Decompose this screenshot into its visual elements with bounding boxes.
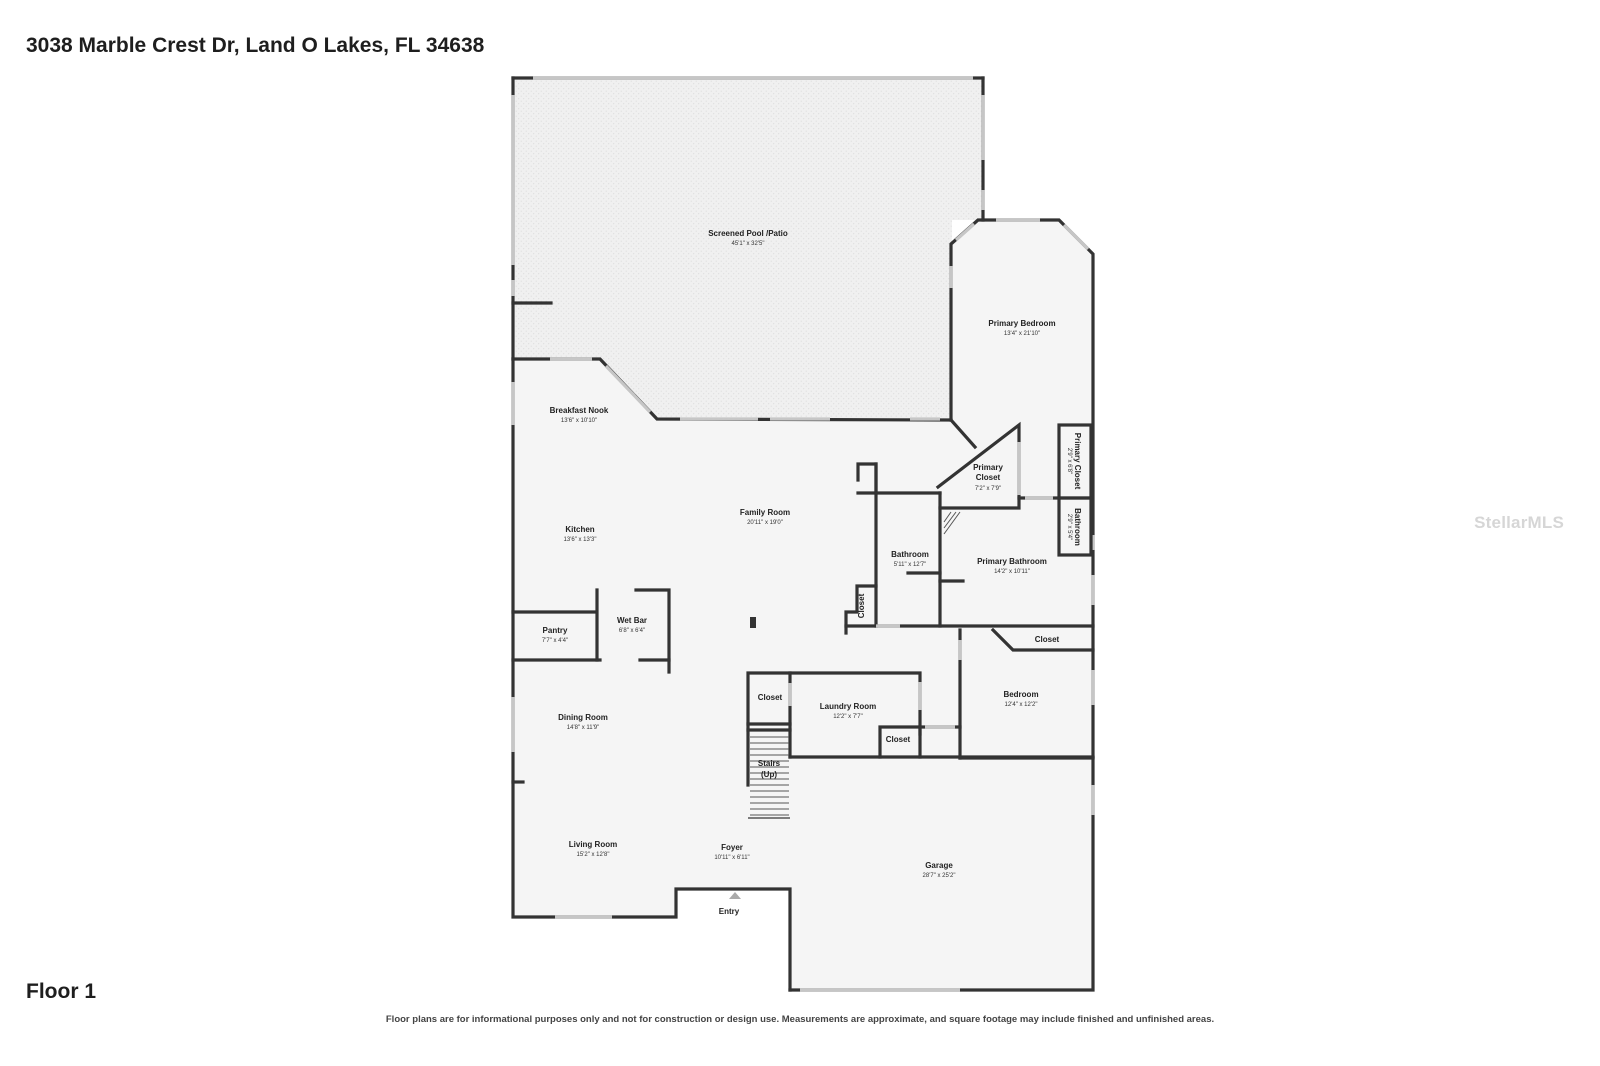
room-labels: Screened Pool /Patio 45'1" x 32'5" Prima… bbox=[542, 229, 1082, 916]
room-dim-primary-closet-side: 2'9" x 6'8" bbox=[1066, 448, 1072, 474]
room-label-bedroom: Bedroom bbox=[1003, 690, 1038, 699]
room-label-primary-bedroom: Primary Bedroom bbox=[988, 319, 1055, 328]
room-label-living-room: Living Room bbox=[569, 840, 617, 849]
room-dim-family-room: 20'11" x 19'0" bbox=[747, 520, 783, 526]
room-dim-primary-bedroom: 13'4" x 21'10" bbox=[1004, 331, 1040, 337]
room-label-entry: Entry bbox=[719, 907, 740, 916]
pool-area-fill bbox=[513, 78, 983, 420]
room-dim-laundry-room: 12'2" x 7'7" bbox=[833, 714, 863, 720]
room-label-closet-laundry-right: Closet bbox=[886, 735, 911, 744]
room-label-primary-closet-line1: Primary bbox=[973, 463, 1003, 472]
room-dim-bathroom: 5'11" x 12'7" bbox=[894, 562, 926, 568]
room-label-breakfast-nook: Breakfast Nook bbox=[550, 406, 609, 415]
property-address: 3038 Marble Crest Dr, Land O Lakes, FL 3… bbox=[26, 34, 485, 57]
room-dim-wet-bar: 6'8" x 6'4" bbox=[619, 628, 645, 634]
room-dim-pool: 45'1" x 32'5" bbox=[732, 241, 765, 247]
room-label-primary-closet-side: Primary Closet bbox=[1073, 433, 1082, 490]
floor-label: Floor 1 bbox=[26, 980, 97, 1003]
room-label-primary-bathroom: Primary Bathroom bbox=[977, 557, 1047, 566]
room-label-closet-laundry-left: Closet bbox=[758, 693, 783, 702]
room-label-dining-room: Dining Room bbox=[558, 713, 608, 722]
room-dim-foyer: 10'11" x 6'11" bbox=[714, 855, 749, 861]
room-dim-bedroom: 12'4" x 12'2" bbox=[1005, 702, 1038, 708]
interior-walls bbox=[511, 417, 1095, 787]
room-label-wet-bar: Wet Bar bbox=[617, 616, 647, 625]
room-label-foyer: Foyer bbox=[721, 843, 743, 852]
closet-hatching bbox=[943, 511, 961, 535]
pool-enclosure bbox=[511, 76, 985, 361]
room-label-family-room: Family Room bbox=[740, 508, 790, 517]
room-label-pantry: Pantry bbox=[543, 626, 568, 635]
room-dim-kitchen: 13'6" x 13'3" bbox=[564, 537, 597, 543]
room-label-closet-small: Closet bbox=[857, 593, 866, 618]
room-label-pool: Screened Pool /Patio bbox=[708, 229, 788, 238]
watermark: StellarMLS bbox=[1474, 513, 1564, 532]
room-label-closet-bedroom: Closet bbox=[1035, 635, 1060, 644]
room-dim-breakfast-nook: 13'6" x 10'10" bbox=[561, 418, 597, 424]
room-dim-bathroom-side: 2'9" x 5'4" bbox=[1066, 514, 1072, 540]
room-label-bathroom: Bathroom bbox=[891, 550, 929, 559]
disclaimer: Floor plans are for informational purpos… bbox=[385, 1014, 1215, 1025]
room-label-kitchen: Kitchen bbox=[565, 525, 594, 534]
room-dim-dining-room: 14'8" x 11'9" bbox=[567, 725, 599, 731]
room-label-stairs-line1: Stairs bbox=[758, 759, 781, 768]
room-label-primary-closet-line2: Closet bbox=[976, 473, 1001, 482]
room-dim-garage: 28'7" x 25'2" bbox=[923, 873, 956, 879]
room-label-stairs-line2: (Up) bbox=[761, 770, 777, 779]
room-label-garage: Garage bbox=[925, 861, 953, 870]
floor-fills bbox=[513, 78, 1093, 990]
entry-arrow-icon bbox=[729, 892, 741, 899]
room-dim-primary-closet: 7'2" x 7'9" bbox=[975, 486, 1001, 492]
interior-floor-fill bbox=[513, 220, 1093, 990]
room-label-laundry-room: Laundry Room bbox=[820, 702, 876, 711]
room-dim-pantry: 7'7" x 4'4" bbox=[542, 638, 568, 644]
room-dim-living-room: 15'2" x 12'8" bbox=[577, 852, 610, 858]
room-label-bathroom-side: Bathroom bbox=[1073, 508, 1082, 546]
exterior-walls bbox=[511, 218, 1095, 992]
room-dim-primary-bathroom: 14'2" x 10'11" bbox=[994, 569, 1030, 575]
